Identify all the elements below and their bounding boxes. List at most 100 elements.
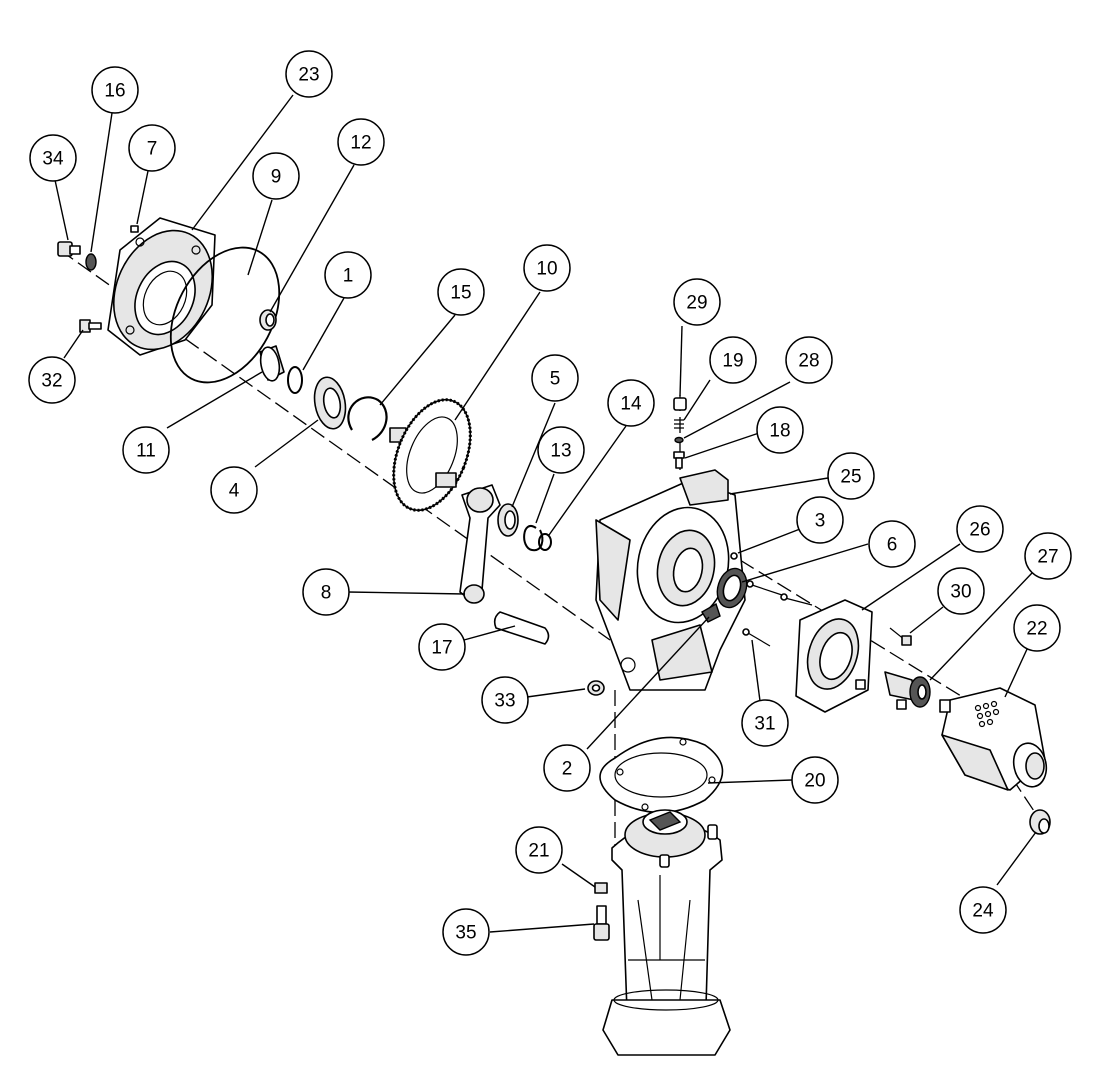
callout-circle (956, 505, 1004, 553)
part-16-seal-ring (85, 253, 97, 271)
callout-label: 28 (798, 351, 819, 372)
callout-28: 28 (785, 336, 833, 384)
callout-label: 27 (1037, 547, 1058, 568)
callout-label: 1 (343, 266, 354, 287)
callout-label: 10 (536, 259, 557, 280)
callout-label: 29 (686, 293, 707, 314)
part-21-nut (594, 882, 608, 894)
callout-circle (324, 251, 372, 299)
part-15-retaining-ring (347, 396, 388, 441)
callout-circle (959, 886, 1007, 934)
callout-27: 27 (1024, 532, 1072, 580)
callout-label: 16 (104, 81, 125, 102)
part-17-wrist-pin (493, 611, 550, 645)
callout-circle (302, 568, 350, 616)
callout-label: 13 (550, 441, 571, 462)
part-30-bolt (889, 627, 912, 646)
callout-circle (285, 50, 333, 98)
callout-circle (29, 134, 77, 182)
callout-circle (91, 66, 139, 114)
part-1-snap-ring (287, 366, 303, 394)
callout-label: 8 (321, 583, 332, 604)
callout-circle (756, 406, 804, 454)
part-25-gear-housing (595, 469, 746, 691)
callout-circle (796, 496, 844, 544)
callout-label: 26 (969, 520, 990, 541)
callout-30: 30 (937, 567, 985, 615)
callout-circle (607, 379, 655, 427)
callout-11: 11 (122, 426, 170, 474)
part-24-fitting (1029, 809, 1051, 835)
callout-29: 29 (673, 278, 721, 326)
callout-9: 9 (252, 152, 300, 200)
callout-circle (1013, 604, 1061, 652)
callout-20: 20 (791, 756, 839, 804)
part-18-screw (673, 451, 685, 469)
callout-16: 16 (91, 66, 139, 114)
callout-31: 31 (741, 699, 789, 747)
callout-10: 10 (523, 244, 571, 292)
callout-label: 18 (769, 421, 790, 442)
callout-label: 33 (494, 691, 515, 712)
part-13-ring (523, 524, 544, 552)
callout-circle (785, 336, 833, 384)
part-14-washer (538, 533, 552, 551)
callout-23: 23 (285, 50, 333, 98)
callout-8: 8 (302, 568, 350, 616)
callout-label: 6 (887, 535, 898, 556)
callout-label: 19 (722, 351, 743, 372)
part-33-plug (587, 680, 605, 696)
callout-label: 12 (350, 133, 371, 154)
part-3-plug (730, 552, 738, 560)
part-26-adapter-plate (795, 599, 873, 713)
callout-circle (128, 124, 176, 172)
callout-circle (537, 426, 585, 474)
callout-circle (210, 466, 258, 514)
callout-label: 7 (147, 139, 158, 160)
callout-label: 25 (840, 467, 861, 488)
callout-label: 5 (550, 369, 561, 390)
part-20-gasket (599, 736, 724, 814)
part-23-end-cover (107, 217, 216, 356)
callout-circle (531, 354, 579, 402)
callout-1: 1 (324, 251, 372, 299)
callout-24: 24 (959, 886, 1007, 934)
callout-circle (442, 908, 490, 956)
callout-label: 3 (815, 511, 826, 532)
callout-circle (337, 118, 385, 166)
callout-35: 35 (442, 908, 490, 956)
callout-7: 7 (128, 124, 176, 172)
callout-4: 4 (210, 466, 258, 514)
callout-label: 30 (950, 582, 971, 603)
callout-label: 22 (1026, 619, 1047, 640)
callout-circle (709, 336, 757, 384)
callout-circle (868, 520, 916, 568)
callout-5: 5 (531, 354, 579, 402)
leader-lines (54, 94, 1037, 933)
callout-circle (827, 452, 875, 500)
callout-circle (937, 567, 985, 615)
part-2-seal (701, 602, 721, 623)
callout-label: 15 (450, 283, 471, 304)
part-5-bearing (497, 503, 519, 537)
callout-22: 22 (1013, 604, 1061, 652)
callout-33: 33 (481, 676, 529, 724)
callout-circle (515, 826, 563, 874)
part-9-o-ring (169, 246, 281, 384)
callout-2: 2 (543, 744, 591, 792)
part-4-ball-bearing (313, 376, 347, 430)
callout-label: 35 (455, 923, 476, 944)
callout-19: 19 (709, 336, 757, 384)
callout-21: 21 (515, 826, 563, 874)
callout-circle (252, 152, 300, 200)
part-32-bolt (79, 319, 102, 333)
callout-6: 6 (868, 520, 916, 568)
callout-14: 14 (607, 379, 655, 427)
part-29-nut (673, 397, 687, 411)
part-31-bolts (742, 580, 813, 647)
callout-label: 32 (41, 371, 62, 392)
part-7-pin (130, 225, 139, 233)
callout-label: 17 (431, 638, 452, 659)
